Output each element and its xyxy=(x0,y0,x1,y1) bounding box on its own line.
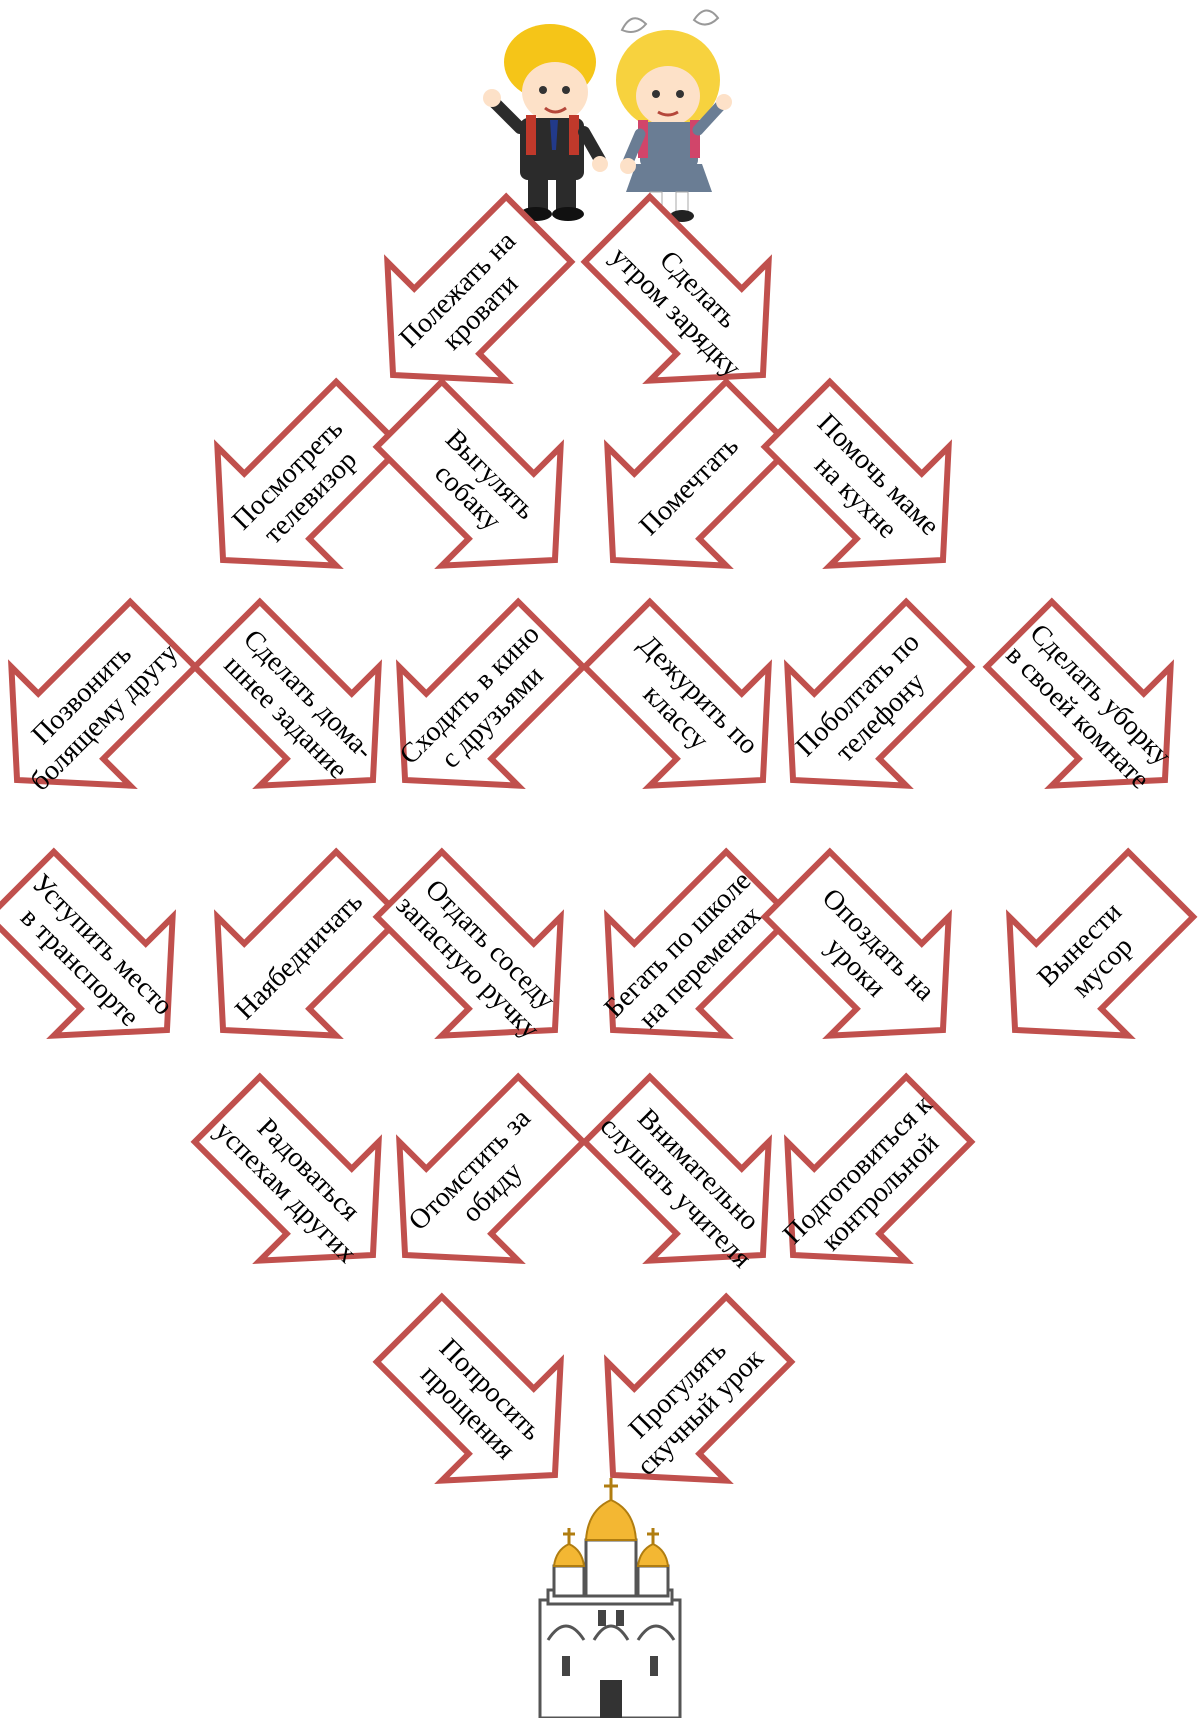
arrow-tile-give-up-seat: Уступить местов транспорте xyxy=(0,825,226,1089)
arrow-tile-daydream: Помечтать xyxy=(554,355,818,619)
arrow-tile-watch-tv: Посмотретьтелевизор xyxy=(164,355,428,619)
boy-figure xyxy=(483,24,608,221)
arrow-tile-call-sick-friend: Позвонитьболящему другу xyxy=(0,575,222,839)
arrow-tile-class-duty: Дежурить поклассу xyxy=(558,575,822,839)
church-illustration xyxy=(540,1478,680,1718)
arrow-tile-rejoice-success: Радоватьсяуспехам других xyxy=(168,1050,432,1314)
arrow-tile-run-at-school: Бегать по школена переменах xyxy=(554,825,818,1089)
arrow-tile-tattle: Наябедничать xyxy=(164,825,428,1089)
arrow-tile-ask-forgiveness: Попроситьпрощения xyxy=(350,1270,614,1534)
arrow-tile-be-late: Опоздать науроки xyxy=(738,825,1002,1089)
arrow-tile-chat-on-phone: Поболтать потелефону xyxy=(734,575,998,839)
arrow-tile-take-out-trash: Вынестимусор xyxy=(956,825,1202,1089)
arrow-tile-clean-room: Сделать уборкув своей комнате xyxy=(960,575,1202,839)
arrow-tile-prepare-test: Подготовиться кконтрольной xyxy=(734,1050,998,1314)
arrow-tile-morning-exercise: Сделатьутром зарядку xyxy=(558,170,822,434)
girl-figure xyxy=(616,10,732,222)
arrow-tile-walk-dog: Выгулятьсобаку xyxy=(350,355,614,619)
arrow-tile-skip-lesson: Прогулятьскучный урок xyxy=(554,1270,818,1534)
arrow-tile-help-mom: Помочь мамена кухне xyxy=(738,355,1002,619)
arrow-tile-go-to-cinema: Сходить в кинос друзьями xyxy=(346,575,610,839)
arrow-tile-listen-teacher: Внимательнослушать учителя xyxy=(558,1050,822,1314)
arrow-tile-do-homework: Сделать дома-шнее задание xyxy=(168,575,432,839)
arrow-tile-take-revenge: Отомстить заобиду xyxy=(346,1050,610,1314)
arrow-tile-give-pen: Отдать соседузапасную ручку xyxy=(350,825,614,1089)
children-illustration xyxy=(483,10,732,222)
